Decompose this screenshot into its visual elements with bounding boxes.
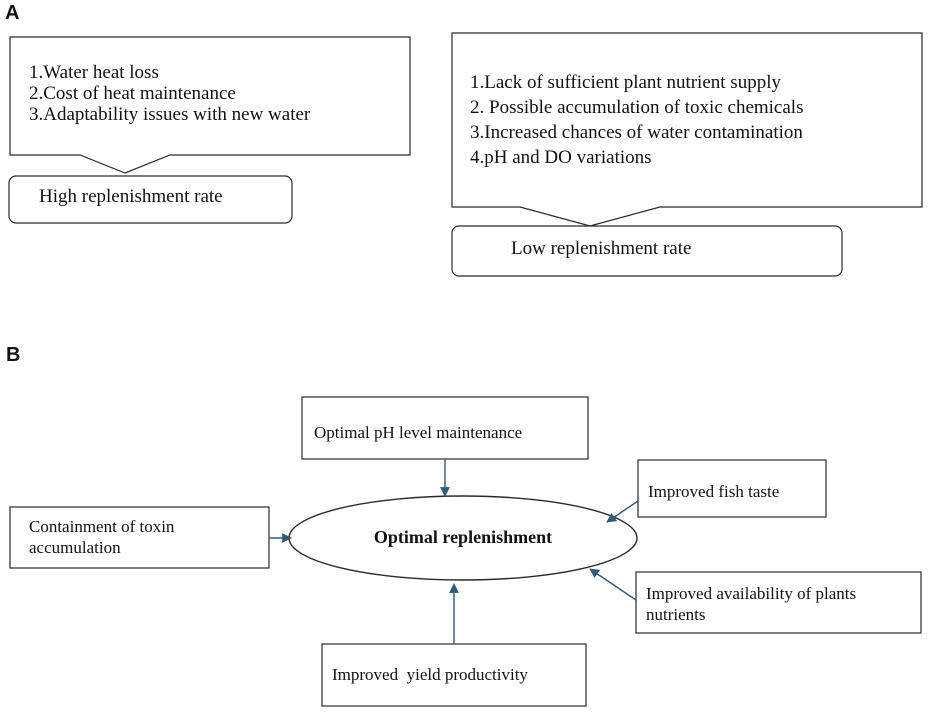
low-effect-item: 4.pH and DO variations	[470, 147, 652, 168]
node-box-left	[9, 506, 270, 569]
low-effect-item: 2. Possible accumulation of toxic chemic…	[470, 97, 804, 118]
high-effect-item: 3.Adaptability issues with new water	[29, 104, 311, 125]
node-box-right-top	[637, 459, 827, 518]
center-label: Optimal replenishment	[373, 527, 553, 547]
arrow-right-bottom	[589, 568, 637, 601]
high-effects-list: 1.Water heat loss 2.Cost of heat mainten…	[29, 62, 310, 125]
high-effect-item: 1.Water heat loss	[29, 62, 159, 83]
panel-a-label: A	[5, 2, 20, 24]
node-right-bottom-label: Improved availability of plants nutrient…	[646, 583, 856, 625]
node-box-top	[301, 396, 589, 460]
node-right-top-label: Improved fish taste	[648, 482, 780, 501]
node-box-bottom	[321, 643, 587, 707]
node-right-bottom-line: Improved availability of plants	[646, 584, 857, 603]
low-replenishment-box	[451, 225, 843, 277]
low-effects-list: 1.Lack of sufficient plant nutrient supp…	[470, 70, 803, 170]
high-replenishment-label: High replenishment rate	[39, 186, 223, 207]
node-top-label: Optimal pH level maintenance	[314, 423, 523, 442]
low-effects-callout	[451, 32, 923, 227]
node-bottom-label: Improved yield productivity	[332, 665, 528, 684]
arrow-right-top	[606, 500, 639, 523]
node-left-line: Containment of toxin	[29, 517, 175, 536]
node-right-bottom-line: nutrients	[646, 605, 706, 624]
high-replenishment-box	[8, 175, 293, 224]
node-left-label: Containment of toxin accumulation	[29, 516, 174, 558]
high-effects-callout	[9, 36, 411, 174]
panel-b-label: B	[6, 344, 21, 366]
high-effect-item: 2.Cost of heat maintenance	[29, 83, 236, 104]
low-effect-item: 3.Increased chances of water contaminati…	[470, 122, 803, 143]
node-box-right-bottom	[635, 571, 922, 634]
node-left-line: accumulation	[29, 538, 121, 557]
low-replenishment-label: Low replenishment rate	[511, 238, 692, 259]
low-effect-item: 1.Lack of sufficient plant nutrient supp…	[470, 72, 781, 93]
